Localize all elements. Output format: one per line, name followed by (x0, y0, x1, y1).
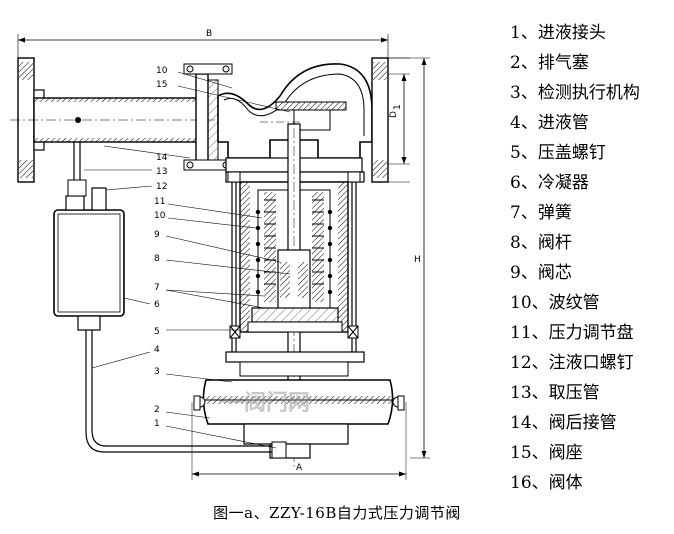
bonnet-column (225, 110, 365, 470)
watermark: 一阀门网 (222, 390, 310, 416)
condenser (53, 187, 125, 331)
legend-item: 8、阀杆 (510, 233, 572, 253)
dimension-h-label: H (414, 255, 421, 265)
legend-item: 10、波纹管 (510, 293, 600, 313)
legend-item: 15、阀座 (510, 443, 583, 463)
actuator-housing: 一阀门网 (193, 379, 405, 459)
dimension-b: B (17, 29, 389, 58)
callout-7: 7 (154, 283, 160, 293)
dimension-a-label: A (296, 463, 303, 473)
legend-item: 1、进液接头 (510, 23, 606, 43)
dimension-h: H (388, 57, 430, 459)
legend-item: 2、排气塞 (510, 53, 589, 73)
outlet-flange (371, 57, 410, 183)
valve-body (217, 63, 373, 159)
legend-item: 3、检测执行机构 (510, 83, 640, 103)
callout-9: 9 (154, 230, 160, 240)
pressure-tap-pipe (67, 142, 87, 197)
callout-13: 13 (156, 167, 167, 177)
callout-2: 2 (154, 405, 160, 415)
dimension-a: A (191, 402, 407, 480)
legend-item: 16、阀体 (510, 473, 583, 493)
legend-item: 5、压盖螺钉 (510, 143, 606, 163)
dimension-d-subscript: 1 (393, 104, 403, 110)
callout-11: 11 (154, 197, 165, 207)
inlet-liquid-pipe (85, 330, 287, 459)
bellows (255, 209, 333, 295)
legend-item: 4、进液管 (510, 113, 589, 133)
callouts: 10 15 14 13 12 11 10 9 8 7 6 5 4 3 2 1 (84, 66, 291, 449)
figure-caption: 图一a、ZZY-16B自力式压力调节阀 (213, 504, 461, 522)
callout-15: 15 (156, 80, 167, 90)
callout-14: 14 (156, 153, 168, 163)
legend-item: 13、取压管 (510, 383, 600, 403)
legend-item: 7、弹簧 (510, 203, 572, 223)
callout-6: 6 (154, 300, 160, 310)
dimension-d-label: D (389, 111, 399, 118)
callout-10a: 10 (156, 66, 168, 76)
inlet-pipe (10, 97, 215, 143)
callout-12: 12 (156, 182, 167, 192)
callout-1: 1 (154, 419, 160, 429)
dimension-d1: D 1 (388, 73, 410, 165)
callout-3: 3 (154, 367, 160, 377)
spring-coils (264, 192, 324, 302)
legend-item: 6、冷凝器 (510, 173, 589, 193)
legend-item: 9、阀芯 (510, 263, 572, 283)
callout-8: 8 (154, 254, 160, 264)
callout-10b: 10 (154, 211, 166, 221)
legend-item: 11、压力调节盘 (510, 323, 634, 343)
legend-item: 12、注液口螺钉 (510, 353, 634, 373)
callout-5: 5 (154, 327, 160, 337)
legend-item: 14、阀后接管 (510, 413, 617, 433)
parts-legend: 1、进液接头 2、排气塞 3、检测执行机构 4、进液管 5、压盖螺钉 6、冷凝器… (510, 22, 640, 502)
dimension-b-label: B (206, 29, 212, 39)
valve-body-left-flange (183, 63, 233, 171)
callout-4: 4 (154, 345, 160, 355)
